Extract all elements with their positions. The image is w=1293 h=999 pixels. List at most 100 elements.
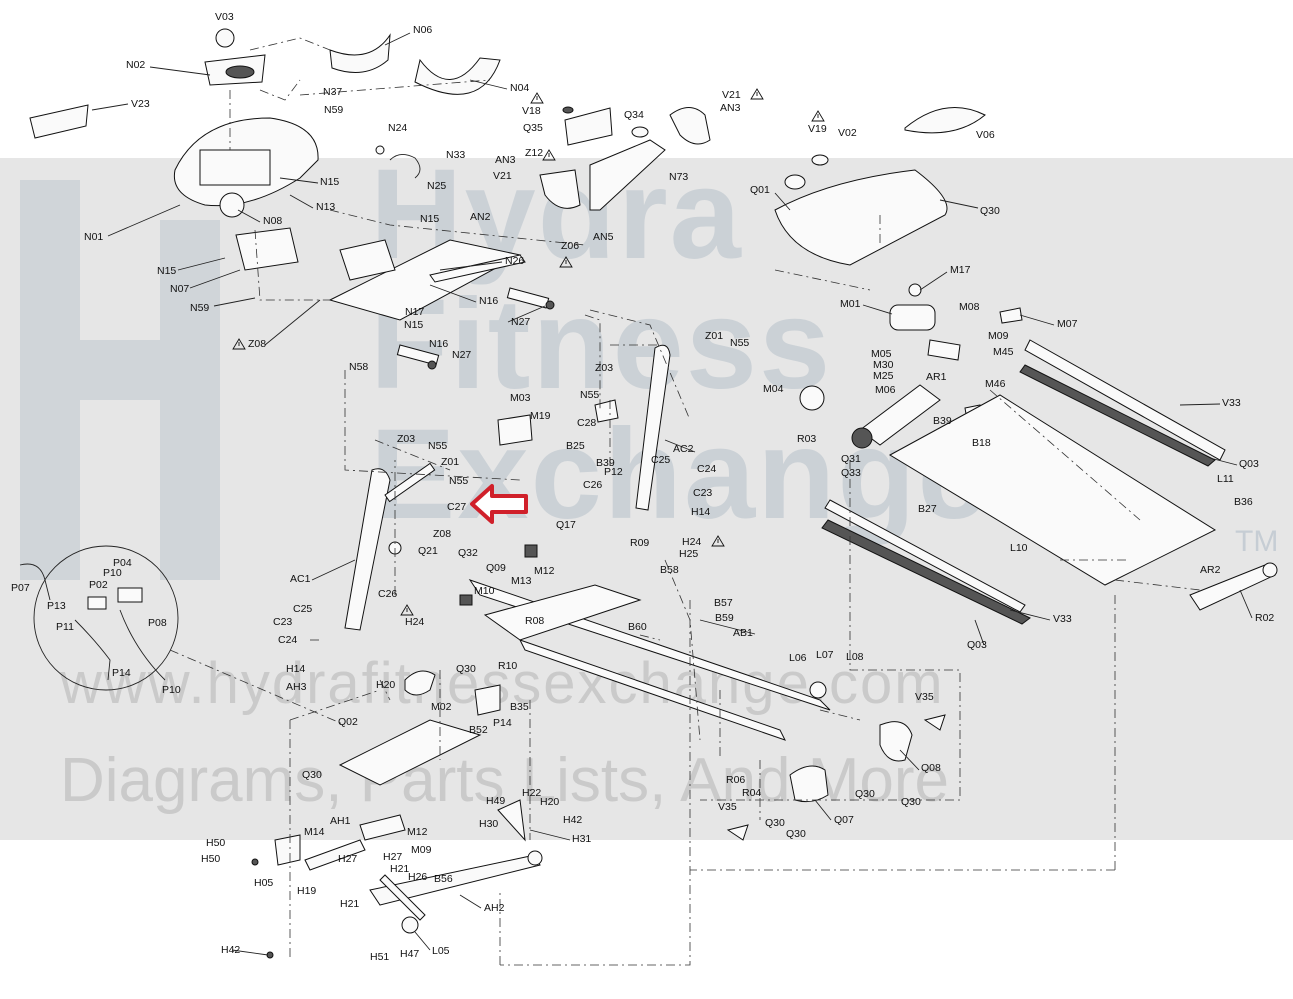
part-label-n73: N73	[669, 171, 688, 183]
m05-bracket	[927, 339, 961, 361]
part-label-n26: N26	[505, 255, 524, 267]
l06-wheel	[809, 681, 827, 699]
part-label-n17: N17	[405, 306, 424, 318]
ac1-upright-left	[344, 468, 391, 631]
part-label-m25: M25	[873, 370, 894, 382]
part-label-p14: P14	[493, 717, 512, 729]
part-label-ah1: AH1	[330, 815, 351, 827]
part-label-n37: N37	[323, 86, 342, 98]
part-label-h27: H27	[383, 851, 402, 863]
q08-end-cap	[879, 721, 913, 762]
v33-rail-strip-left	[824, 499, 1026, 613]
part-label-q32: Q32	[458, 547, 478, 559]
part-label-m19: M19	[530, 410, 551, 422]
part-label-h42: H42	[563, 814, 582, 826]
part-label-n58: N58	[349, 361, 368, 373]
q35-housing	[564, 107, 613, 146]
c27-handle	[384, 462, 436, 503]
ah1-bracket	[359, 814, 406, 841]
q01-motor-hood	[774, 169, 948, 266]
an3-grip-left	[539, 169, 581, 209]
n04-cover	[414, 57, 501, 95]
lift-wheel	[527, 850, 543, 866]
part-label-an2: AN2	[470, 211, 491, 223]
warning-triangle-icon	[711, 535, 725, 547]
part-label-q34: Q34	[624, 109, 644, 121]
warning-triangle-icon	[530, 92, 544, 104]
part-label-h21: H21	[340, 898, 359, 910]
part-label-h50: H50	[206, 837, 225, 849]
part-label-ac1: AC1	[290, 573, 311, 585]
part-label-q01: Q01	[750, 184, 770, 196]
part-label-p04: P04	[113, 557, 132, 569]
part-label-h20: H20	[376, 679, 395, 691]
part-label-q07: Q07	[834, 814, 854, 826]
part-label-m04: M04	[763, 383, 784, 395]
an3-grip-right	[669, 107, 711, 145]
part-label-b36: B36	[1234, 496, 1253, 508]
part-label-c25: C25	[293, 603, 312, 615]
part-label-v21: V21	[493, 170, 512, 182]
b27-deck	[888, 394, 1217, 586]
n08-fan-icon	[219, 192, 245, 218]
part-label-c25: C25	[651, 454, 670, 466]
part-label-p12: P12	[604, 466, 623, 478]
q03-rail	[1019, 364, 1216, 467]
part-label-h51: H51	[370, 951, 389, 963]
m02-motor	[404, 670, 436, 696]
part-label-n55: N55	[449, 475, 468, 487]
part-label-v35: V35	[915, 691, 934, 703]
part-label-p11: P11	[56, 621, 74, 633]
part-label-v21: V21	[722, 89, 741, 101]
part-label-n04: N04	[510, 82, 529, 94]
part-label-v02: V02	[838, 127, 857, 139]
part-label-m06: M06	[875, 384, 896, 396]
part-label-ah2: AH2	[484, 902, 505, 914]
part-label-n33: N33	[446, 149, 465, 161]
part-label-an3: AN3	[495, 154, 516, 166]
part-label-n25: N25	[427, 180, 446, 192]
part-label-b59: B59	[715, 612, 734, 624]
v02-cap	[811, 154, 829, 166]
warning-triangle-icon	[559, 256, 573, 268]
part-label-c26: C26	[378, 588, 397, 600]
part-label-z08: Z08	[248, 338, 266, 350]
part-label-h05: H05	[254, 877, 273, 889]
part-label-h25: H25	[679, 548, 698, 560]
ac2-upright-right	[635, 344, 671, 511]
part-label-c23: C23	[273, 616, 292, 628]
part-label-b58: B58	[660, 564, 679, 576]
part-label-h47: H47	[400, 948, 419, 960]
part-label-r04: R04	[742, 787, 761, 799]
part-label-h50: H50	[201, 853, 220, 865]
part-label-n27: N27	[452, 349, 471, 361]
part-label-q03: Q03	[1239, 458, 1259, 470]
part-label-v33: V33	[1053, 613, 1072, 625]
warning-triangle-icon	[750, 88, 764, 100]
part-label-z06: Z06	[561, 240, 579, 252]
n16-grip	[506, 287, 550, 309]
part-label-b25: B25	[566, 440, 585, 452]
lift-assembly	[251, 814, 543, 959]
part-label-q02: Q02	[338, 716, 358, 728]
wiring-detail	[19, 545, 179, 691]
part-label-b18: B18	[972, 437, 991, 449]
part-label-q30: Q30	[855, 788, 875, 800]
part-label-b35: B35	[510, 701, 529, 713]
part-label-h20: H20	[540, 796, 559, 808]
part-label-h24: H24	[405, 616, 424, 628]
part-label-l07: L07	[816, 649, 834, 661]
part-label-h42: H42	[221, 944, 240, 956]
watermark-tm: TM	[1235, 525, 1279, 558]
part-label-n55: N55	[428, 440, 447, 452]
part-label-l05: L05	[432, 945, 450, 957]
upper-frame-assembly	[328, 239, 555, 370]
part-label-q30: Q30	[302, 769, 322, 781]
part-label-n01: N01	[84, 231, 103, 243]
part-label-b27: B27	[918, 503, 937, 515]
label-leaders	[91, 32, 1253, 956]
part-label-b56: B56	[434, 873, 453, 885]
deck-assembly	[726, 339, 1278, 841]
warning-triangle-icon	[232, 338, 246, 350]
part-label-b60: B60	[628, 621, 647, 633]
